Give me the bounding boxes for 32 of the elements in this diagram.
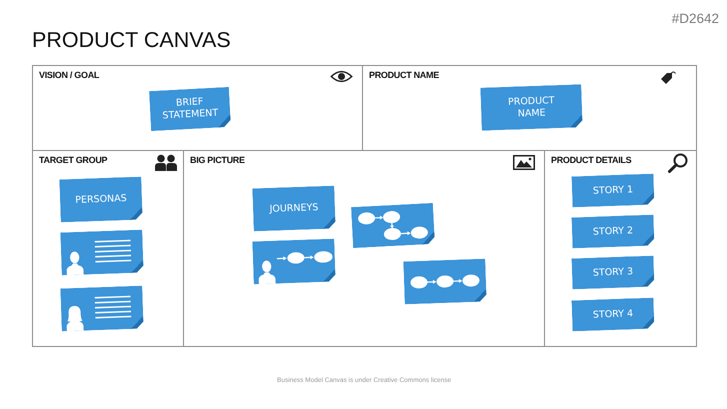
journey-card	[252, 238, 336, 284]
note-text: BRIEF STATEMENT	[161, 95, 220, 123]
journey-card	[403, 258, 487, 304]
note-text: PERSONAS	[75, 192, 127, 206]
note-text: STORY 3	[592, 266, 634, 280]
slide-code: #D2642	[672, 11, 719, 26]
canvas-panel	[32, 150, 184, 347]
note-text: JOURNEYS	[269, 202, 319, 216]
panel-heading: PRODUCT NAME	[369, 70, 439, 80]
sticky-note	[149, 86, 231, 132]
persona-card	[60, 230, 144, 276]
panel-heading: BIG PICTURE	[190, 155, 245, 165]
note-text: PRODUCT NAME	[506, 94, 556, 120]
canvas-panel	[544, 150, 697, 347]
note-text: STORY 2	[592, 224, 634, 238]
sticky-note	[571, 174, 655, 208]
sticky-note	[252, 186, 336, 232]
sticky-note	[571, 298, 655, 332]
sticky-note	[480, 84, 583, 131]
page-title: PRODUCT CANVAS	[32, 28, 231, 53]
panel-heading: VISION / GOAL	[39, 70, 100, 80]
persona-card	[60, 286, 144, 332]
canvas-panel	[32, 65, 363, 151]
note-text: STORY 1	[592, 184, 634, 198]
sticky-note	[571, 214, 655, 248]
note-text: STORY 4	[592, 308, 634, 322]
journey-card	[350, 202, 436, 248]
sticky-note	[571, 256, 655, 290]
panel-heading: PRODUCT DETAILS	[551, 155, 632, 165]
panel-heading: TARGET GROUP	[39, 155, 108, 165]
sticky-note	[59, 176, 143, 222]
canvas-panel	[362, 65, 697, 151]
